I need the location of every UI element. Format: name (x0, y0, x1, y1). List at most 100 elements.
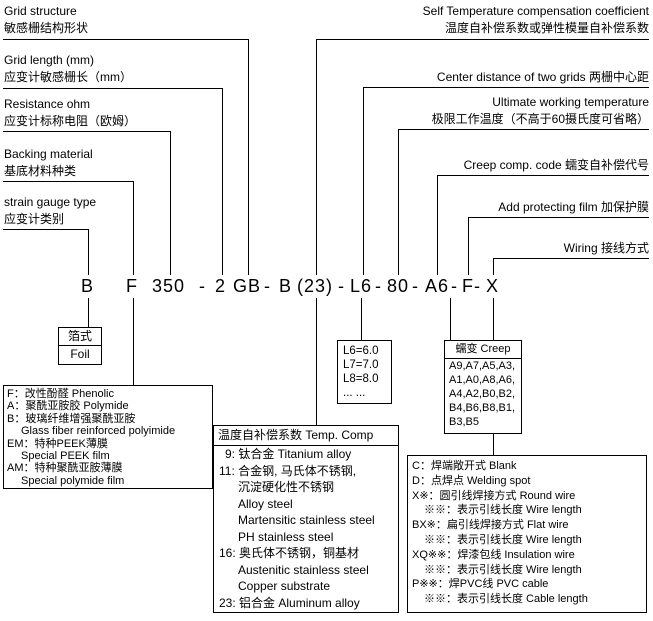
label-grid-length-zh: 应变计敏感栅长（mm） (4, 70, 132, 84)
grid-distance-box: L6=6.0 L7=7.0 L8=8.0 ... ... (337, 340, 392, 404)
label-resistance: Resistance ohm 应变计标称电阻（欧姆） (4, 96, 136, 130)
temp-comp-option: 沉淀硬化性不锈钢 (238, 480, 335, 494)
temp-comp-option-en: Alloy steel (238, 496, 293, 511)
drop-type-to-foil (88, 298, 89, 327)
code-segment-grid-distance: L6 (350, 276, 373, 296)
code-segment-resistance: 350 (152, 276, 186, 296)
label-backing-material-en: Backing material (4, 147, 93, 161)
connector-grid-length-v (222, 88, 223, 275)
backing-option: B：玻璃纤维增强聚酰亚胺 (7, 412, 136, 425)
connector-creep-h (437, 175, 649, 176)
label-resistance-en: Resistance ohm (4, 97, 91, 111)
connector-self-temp-v (316, 39, 317, 275)
temp-comp-option: 11: 合金钢, 马氏体不锈钢, (219, 463, 357, 478)
wiring-option: D：点焊点 Welding spot (412, 474, 531, 487)
label-protecting-film-en: Add protecting film 加保护膜 (498, 200, 649, 214)
creep-codes: A4,A2,B0,B2, (449, 388, 516, 400)
label-gauge-type: strain gauge type 应变计类别 (4, 194, 96, 228)
connector-center-distance-h (363, 87, 649, 88)
code-dash: - (451, 276, 458, 296)
code-dash: - (375, 276, 382, 296)
connector-resistance-v (170, 131, 171, 275)
temp-comp-box: 温度自补偿系数 Temp. Comp 9: 钛合金 Titanium alloy… (213, 425, 399, 613)
label-ultimate-temp: Ultimate working temperature 极限工作温度（不高于6… (432, 94, 649, 128)
backing-option: A：聚酰亚胺胶 Polymide (7, 400, 129, 413)
backing-material-box: F：改性酚醛 Phenolic A：聚酰亚胺胶 Polymide B：玻璃纤维增… (3, 385, 213, 489)
connector-wiring-v (493, 258, 494, 275)
connector-wiring-h (493, 258, 649, 259)
label-backing-material: Backing material 基底材料种类 (4, 146, 93, 180)
backing-option: F：改性酚醛 Phenolic (7, 388, 114, 400)
creep-header: 蠕变 Creep (445, 341, 521, 359)
temp-comp-option-en: Copper substrate (238, 579, 331, 593)
backing-option: AM：特种聚酰亚胺薄膜 (7, 462, 123, 475)
label-creep-code: Creep comp. code 蠕变自补偿代号 (464, 157, 649, 174)
creep-codes: B4,B6,B8,B1, (449, 402, 516, 414)
label-wiring-en: Wiring 接线方式 (563, 241, 649, 255)
code-segment-wiring: X (486, 276, 500, 296)
wiring-option-note: ※※：表示引线长度 Wire length (424, 533, 582, 546)
connector-backing-v (133, 181, 134, 275)
drop-backing-to-box (133, 298, 134, 385)
label-self-temp-comp-zh: 温度自补偿系数或弹性模量自补偿系数 (444, 21, 649, 35)
label-grid-structure-en: Grid structure (4, 4, 77, 18)
connector-grid-structure-v (248, 39, 249, 275)
wiring-option: X※：圆引线焊接方式 Round wire (412, 489, 576, 502)
connector-protecting-film-v (468, 217, 469, 275)
label-protecting-film: Add protecting film 加保护膜 (498, 199, 649, 216)
code-dash: - (412, 276, 419, 296)
label-creep-code-en: Creep comp. code 蠕变自补偿代号 (463, 158, 649, 172)
code-dash: - (199, 276, 206, 296)
backing-option: EM：特种PEEK薄膜 (7, 437, 108, 450)
code-segment-creep: A6 (425, 276, 450, 296)
code-segment-type: B (81, 276, 95, 296)
code-dash: - (338, 276, 345, 296)
grid-distance-ellipsis: ... ... (343, 387, 366, 399)
label-grid-length-en: Grid length (mm) (4, 53, 95, 67)
drop-distance-to-box (361, 298, 362, 340)
label-gauge-type-en: strain gauge type (4, 195, 97, 209)
drop-temp-comp-to-box (316, 298, 317, 425)
temp-comp-option-en: Austenitic stainless steel (238, 562, 369, 577)
temp-comp-option: 16: 奥氏体不锈钢，铜基材 (219, 546, 360, 560)
label-gauge-type-zh: 应变计类别 (4, 212, 65, 226)
connector-ultimate-temp-h (398, 129, 649, 130)
creep-codes: B3,B5 (449, 416, 479, 428)
foil-label-en: Foil (70, 347, 90, 361)
wiring-option-note: ※※：表示引线长度 Wire length (424, 504, 582, 517)
label-self-temp-comp: Self Temperature compensation coefficien… (423, 3, 649, 37)
code-segment-temp-comp: (23) (297, 276, 334, 296)
grid-distance-option: L7=7.0 (343, 359, 379, 371)
temp-comp-option-en: Martensitic stainless steel (238, 513, 375, 527)
connector-ultimate-temp-v (398, 129, 399, 275)
connector-resistance-h (3, 131, 170, 132)
creep-codes: A1,A0,A8,A6, (449, 374, 516, 386)
drop-creep-to-box (450, 298, 451, 340)
temp-comp-option: 9: 钛合金 Titanium alloy (225, 447, 352, 461)
label-ultimate-temp-zh: 极限工作温度（不高于60摄氏度可省略） (431, 112, 649, 126)
label-center-distance: Center distance of two grids 两栅中心距 (437, 69, 649, 86)
code-dash: - (474, 276, 481, 296)
backing-option-en: Special polymide film (21, 474, 125, 487)
wiring-option: C：焊端敞开式 Blank (412, 460, 517, 472)
code-segment-grid-length: 2 (215, 276, 227, 296)
label-grid-length: Grid length (mm) 应变计敏感栅长（mm） (4, 52, 132, 86)
foil-box: 箔式 Foil (58, 327, 102, 365)
label-wiring: Wiring 接线方式 (564, 240, 649, 257)
foil-label-zh: 箔式 (59, 328, 101, 346)
temp-comp-option: 23: 铝合金 Aluminum alloy (219, 595, 360, 610)
code-dash: - (264, 276, 271, 296)
wiring-option: XQ※※：焊漆包线 Insulation wire (412, 548, 575, 561)
wiring-option: P※※：焊PVC线 PVC cable (412, 578, 549, 591)
connector-center-distance-v (363, 87, 364, 275)
connector-grid-length-h (3, 88, 222, 89)
connector-backing-h (3, 181, 133, 182)
code-segment-grid-structure: GB (233, 276, 262, 296)
connector-grid-structure-h (3, 39, 248, 40)
connector-protecting-film-h (468, 217, 649, 218)
code-segment-backing: F (126, 276, 138, 296)
wiring-option: BX※：扁引线焊接方式 Flat wire (412, 519, 569, 532)
creep-box: 蠕变 Creep A9,A7,A5,A3, A1,A0,A8,A6, A4,A2… (444, 340, 522, 434)
connector-gauge-type-h (3, 229, 88, 230)
